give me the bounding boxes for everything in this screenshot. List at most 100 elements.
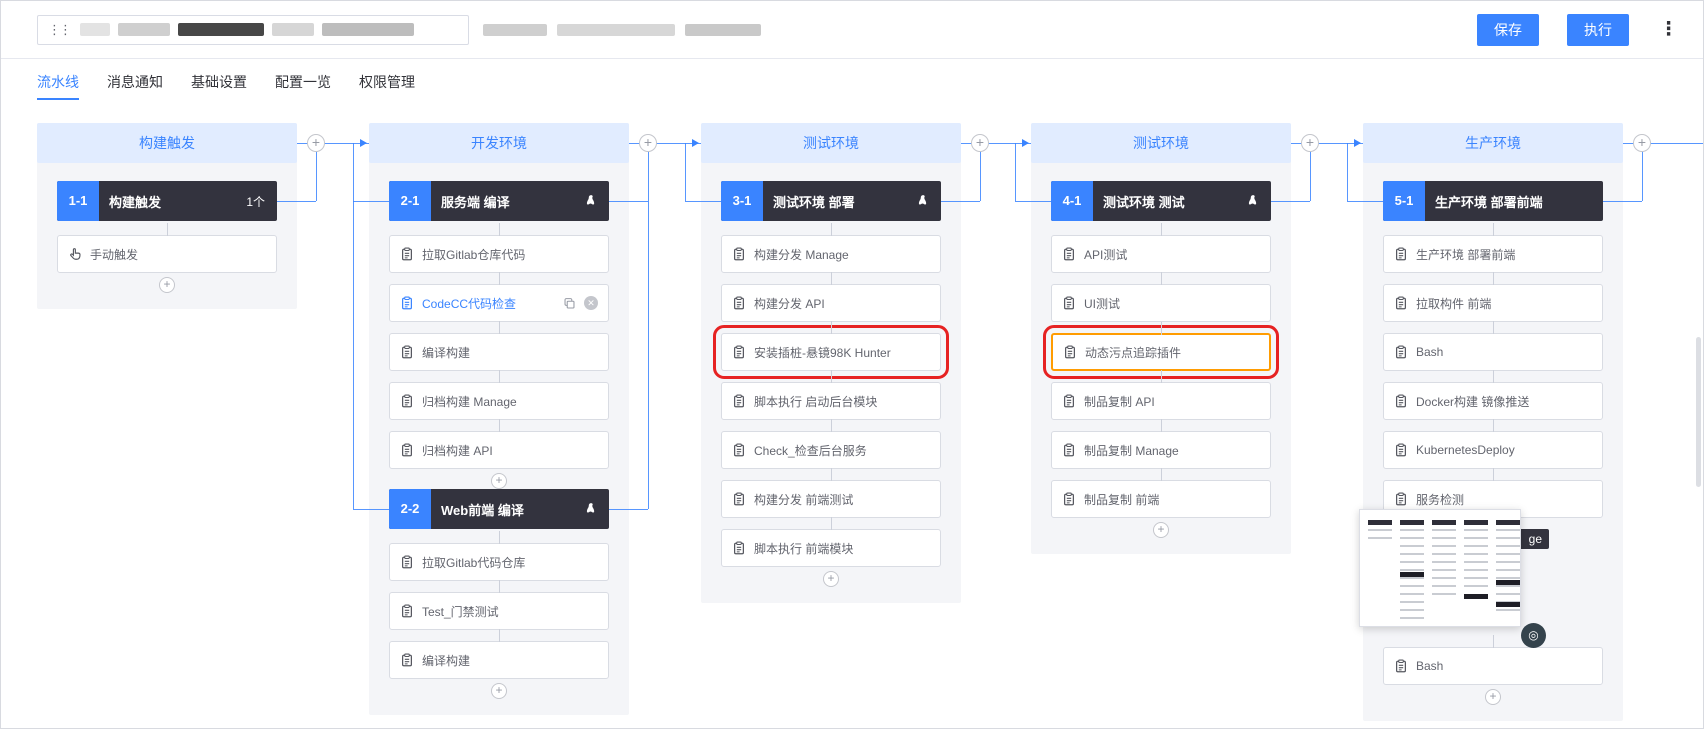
connector-line [685,201,721,202]
task-item[interactable]: API测试 [1051,223,1271,273]
tab-permissions[interactable]: 权限管理 [359,74,415,90]
task-item[interactable]: 编译构建 [389,321,609,371]
vertical-scrollbar[interactable] [1696,337,1701,487]
task-label: CodeCC代码检查 [422,296,517,311]
task-label: 安装插桩-悬镜98K Hunter [754,345,891,360]
tab-config-overview[interactable]: 配置一览 [275,74,331,90]
connector-line [353,143,354,509]
add-stage-button[interactable]: + [971,134,989,152]
add-task-button[interactable]: + [159,277,175,293]
task-item[interactable]: 归档构建 Manage [389,370,609,420]
task-item[interactable]: 编译构建 [389,629,609,679]
task-item[interactable]: Check_检查后台服务 [721,419,941,469]
task-label: UI测试 [1084,296,1121,311]
task-item[interactable]: 构建分发 前端测试 [721,468,941,518]
task-label: API测试 [1084,247,1128,262]
add-stage-button[interactable]: + [307,134,325,152]
task-item[interactable]: 拉取Gitlab仓库代码 [389,223,609,273]
task-item[interactable]: 生产环境 部署前端 [1383,223,1603,273]
stage-header[interactable]: 测试环境 [701,123,961,163]
task-item[interactable]: Docker构建 镜像推送 [1383,370,1603,420]
task-label: 归档构建 Manage [422,394,517,409]
connector-line [1603,201,1642,202]
copy-icon[interactable] [563,297,576,310]
task-item[interactable]: 手动触发 [57,223,277,273]
add-task-button[interactable]: + [1153,522,1169,538]
stage-header[interactable]: 开发环境 [369,123,629,163]
tab-basic-settings[interactable]: 基础设置 [191,74,247,90]
task-label: KubernetesDeploy [1416,443,1515,457]
add-stage-button[interactable]: + [1301,134,1319,152]
redacted-text [557,23,675,36]
job-title: 生产环境 部署前端 [1435,194,1543,210]
more-menu-icon[interactable]: ⋮ [1659,19,1678,40]
job-number-badge: 5-1 [1383,181,1425,221]
task-label: 制品复制 前端 [1084,492,1160,507]
task-item[interactable]: 动态污点追踪插件 [1043,322,1279,379]
task-label: 编译构建 [422,653,471,668]
task-label: 手动触发 [90,247,139,262]
connector-line [1623,143,1703,144]
pipeline-minimap[interactable] [1359,509,1521,627]
run-button[interactable]: 执行 [1567,13,1629,46]
add-task-button[interactable]: + [491,683,507,699]
task-item[interactable]: 构建分发 API [721,272,941,322]
job-title: 构建触发 [109,194,162,210]
add-task-button[interactable]: + [823,571,839,587]
job-header[interactable]: 5-1 生产环境 部署前端 [1383,181,1603,221]
redacted-text [118,23,170,36]
task-item[interactable]: Bash [1383,321,1603,371]
job-title: 测试环境 测试 [1103,194,1185,210]
job-title: 测试环境 部署 [773,194,855,210]
task-item[interactable]: KubernetesDeploy [1383,419,1603,469]
tab-notifications[interactable]: 消息通知 [107,74,163,90]
task-item[interactable]: 制品复制 前端 [1051,468,1271,518]
redacted-text [80,23,110,36]
add-stage-button[interactable]: + [1633,134,1651,152]
add-task-button[interactable]: + [1485,689,1501,705]
task-item[interactable]: 构建分发 Manage [721,223,941,273]
tab-pipeline[interactable]: 流水线 [37,59,79,105]
task-item[interactable]: 制品复制 Manage [1051,419,1271,469]
stage-header[interactable]: 构建触发 [37,123,297,163]
flow-arrow-icon [360,139,367,147]
connector-line [277,201,316,202]
stage-header[interactable]: 测试环境 [1031,123,1291,163]
job-task-count: 1个 [246,194,265,209]
task-item[interactable]: 拉取Gitlab代码仓库 [389,531,609,581]
task-item[interactable]: 脚本执行 启动后台模块 [721,370,941,420]
add-stage-button[interactable]: + [639,134,657,152]
task-label: 拉取Gitlab仓库代码 [422,247,526,262]
task-item[interactable]: CodeCC代码检查 ✕ [389,272,609,322]
minimap-stage [1432,520,1456,601]
clipboard-icon [1062,443,1076,457]
tab-bar: 流水线 消息通知 基础设置 配置一览 权限管理 [1,59,1703,105]
task-item[interactable]: Test_门禁测试 [389,580,609,630]
task-label: 拉取构件 前端 [1416,296,1492,311]
minimap-toggle-button[interactable]: ◎ [1521,623,1546,648]
task-item[interactable]: 归档构建 API [389,419,609,469]
task-label: 归档构建 API [422,443,493,458]
task-item[interactable]: UI测试 [1051,272,1271,322]
save-button[interactable]: 保存 [1477,13,1539,46]
clipboard-icon [1062,394,1076,408]
task-label: 构建分发 Manage [754,247,849,262]
task-item[interactable]: 制品复制 API [1051,370,1271,420]
task-item[interactable]: 拉取构件 前端 [1383,272,1603,322]
task-item[interactable]: 脚本执行 前端模块 [721,517,941,567]
task-item[interactable]: Bash [1383,635,1603,685]
add-task-button[interactable]: + [491,473,507,489]
stage-header[interactable]: 生产环境 [1363,123,1623,163]
task-item[interactable]: 安装插桩-悬镜98K Hunter [713,321,949,379]
close-circle-icon[interactable]: ✕ [584,296,598,310]
connector-line [1015,201,1051,202]
job-number-badge: 2-2 [389,489,431,529]
